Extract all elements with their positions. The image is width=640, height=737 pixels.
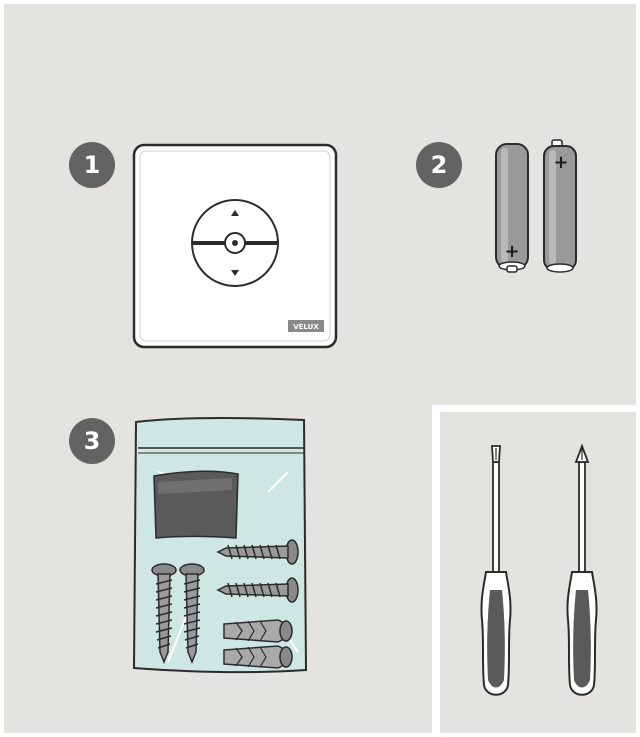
step-1-badge: 1 <box>69 142 115 188</box>
phillips-screwdriver-icon <box>567 446 596 695</box>
battery-icon: + + <box>488 136 588 280</box>
wall-plug-icon <box>224 646 292 668</box>
step-3-badge: 3 <box>69 418 115 464</box>
battery-plus-label: + <box>504 241 519 262</box>
step-2-badge: 2 <box>416 142 462 188</box>
remote-control-icon: VELUX <box>128 140 342 352</box>
hardware-bag-icon <box>128 412 312 682</box>
velux-logo: VELUX <box>293 323 319 331</box>
wall-plug-icon <box>224 620 292 642</box>
flat-screwdriver-icon <box>481 446 510 695</box>
battery-plus-label: + <box>553 152 568 173</box>
screwdrivers <box>470 440 610 710</box>
